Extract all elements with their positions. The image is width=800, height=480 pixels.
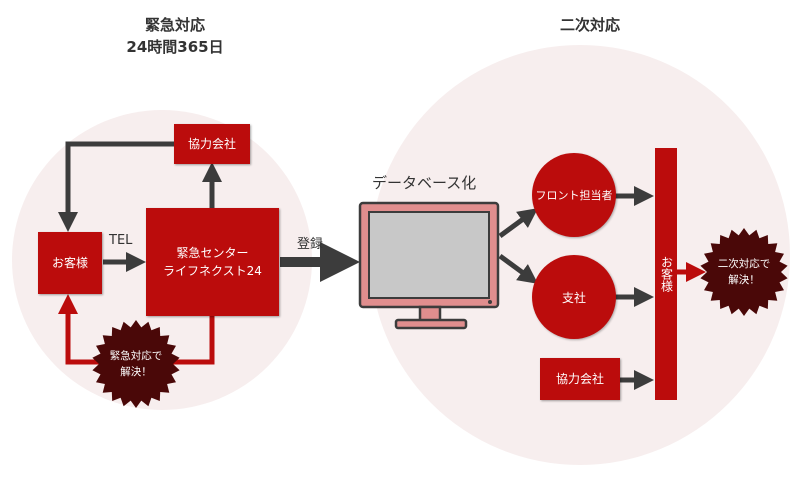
db-to-front-arrow [498,208,539,239]
emergency-resolution-burst [92,320,180,408]
emergency-burst-line2: 解決！ [120,366,152,378]
customer-box-left: お客様 [38,232,102,294]
emergency-heading: 緊急対応 24時間365日 [100,14,250,58]
emergency-heading-line2: 24時間365日 [126,38,224,56]
customer-bar-label: お客様 [659,256,674,292]
secondary-burst-text: 二次対応で 解決！ [704,238,784,306]
partner-box-right: 協力会社 [540,358,620,400]
db-to-branch-arrow [498,253,539,284]
secondary-resolution-burst [700,228,788,316]
secondary-heading: 二次対応 [559,16,620,34]
register-label: 登録 [297,237,324,252]
emergency-heading-line1: 緊急対応 [144,16,205,34]
front-staff-node: フロント担当者 [532,153,616,237]
center-line2: ライフネクスト24 [163,264,262,278]
emergency-burst-line1: 緊急対応で [109,350,163,362]
secondary-burst-line1: 二次対応で [717,258,771,270]
emergency-burst-text: 緊急対応で 解決！ [97,332,175,396]
database-label: データベース化 [372,174,477,192]
partner-box-left: 協力会社 [174,124,250,164]
database-monitor [358,201,500,330]
secondary-burst-line2: 解決！ [728,274,760,286]
branch-node: 支社 [532,255,616,339]
emergency-center-box: 緊急センター ライフネクスト24 [146,208,279,316]
customer-bar-right: お客様 [655,148,677,400]
tel-label: TEL [109,233,133,248]
center-line1: 緊急センター [176,246,249,260]
partner-to-customer-arrow [58,141,174,232]
